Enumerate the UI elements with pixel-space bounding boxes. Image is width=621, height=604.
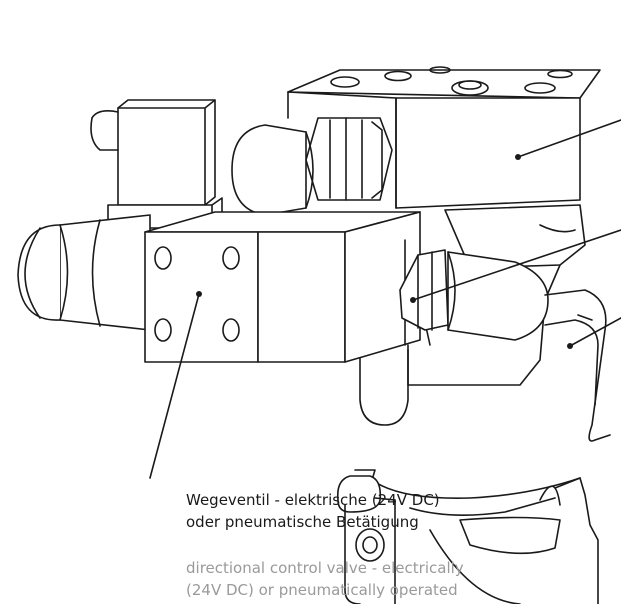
callout-label-english-line2: (24V DC) or pneumatically operated (186, 581, 458, 599)
callout-label-english-line1: directional control valve - electrically (186, 559, 464, 577)
right-solenoid (399, 249, 549, 341)
callout-label-german: Wegeventil - elektrische (24V DC) oder p… (186, 489, 440, 533)
top-solenoid (231, 117, 393, 216)
detail-inset (336, 469, 599, 604)
callout-label-german-line2: oder pneumatische Betätigung (186, 513, 419, 531)
electrical-connector (90, 99, 223, 229)
left-solenoid (17, 214, 151, 331)
top-valve-block (287, 66, 601, 209)
callout-label-english: directional control valve - electrically… (186, 557, 464, 601)
clamp-lever (544, 289, 611, 442)
directional-valve-block (144, 211, 421, 363)
callout-label-german-line1: Wegeventil - elektrische (24V DC) (186, 491, 440, 509)
leader-lines (149, 119, 621, 479)
